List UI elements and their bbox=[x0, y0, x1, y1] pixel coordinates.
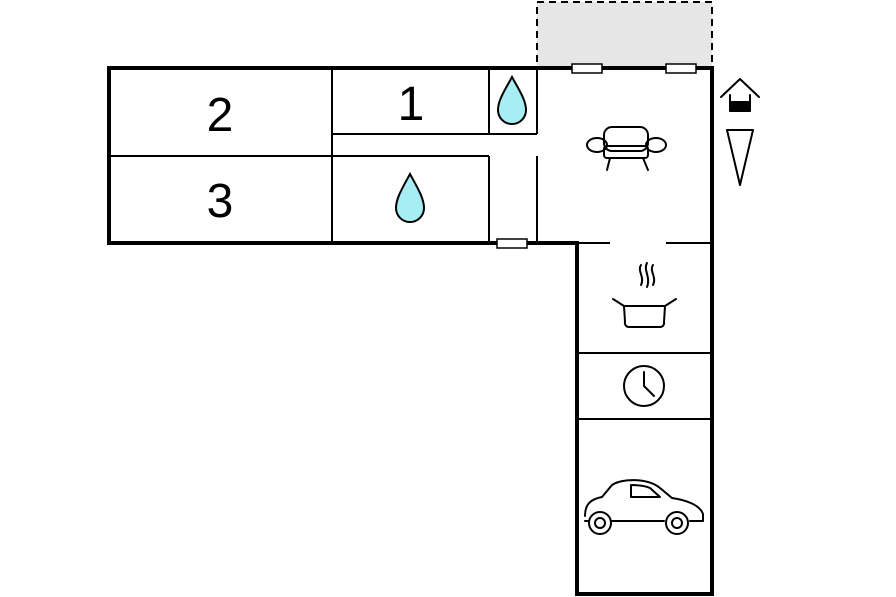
water-drop-icon bbox=[496, 74, 528, 125]
interior-walls bbox=[109, 68, 712, 420]
water-drop-icon bbox=[394, 171, 426, 223]
window bbox=[496, 238, 528, 249]
car-icon bbox=[584, 479, 704, 535]
windows bbox=[496, 63, 697, 249]
cooking-pot-icon bbox=[612, 262, 677, 328]
house-entrance-icon bbox=[720, 78, 760, 112]
room-number: 2 bbox=[207, 89, 234, 142]
clock-icon bbox=[623, 365, 665, 407]
exterior-wall bbox=[107, 66, 714, 596]
window bbox=[665, 63, 697, 74]
window bbox=[571, 63, 603, 74]
room-number: 1 bbox=[398, 78, 425, 131]
room-number: 3 bbox=[207, 175, 234, 228]
sofa-icon bbox=[586, 126, 667, 171]
north-arrow-icon bbox=[726, 129, 754, 186]
terrace bbox=[536, 1, 713, 68]
